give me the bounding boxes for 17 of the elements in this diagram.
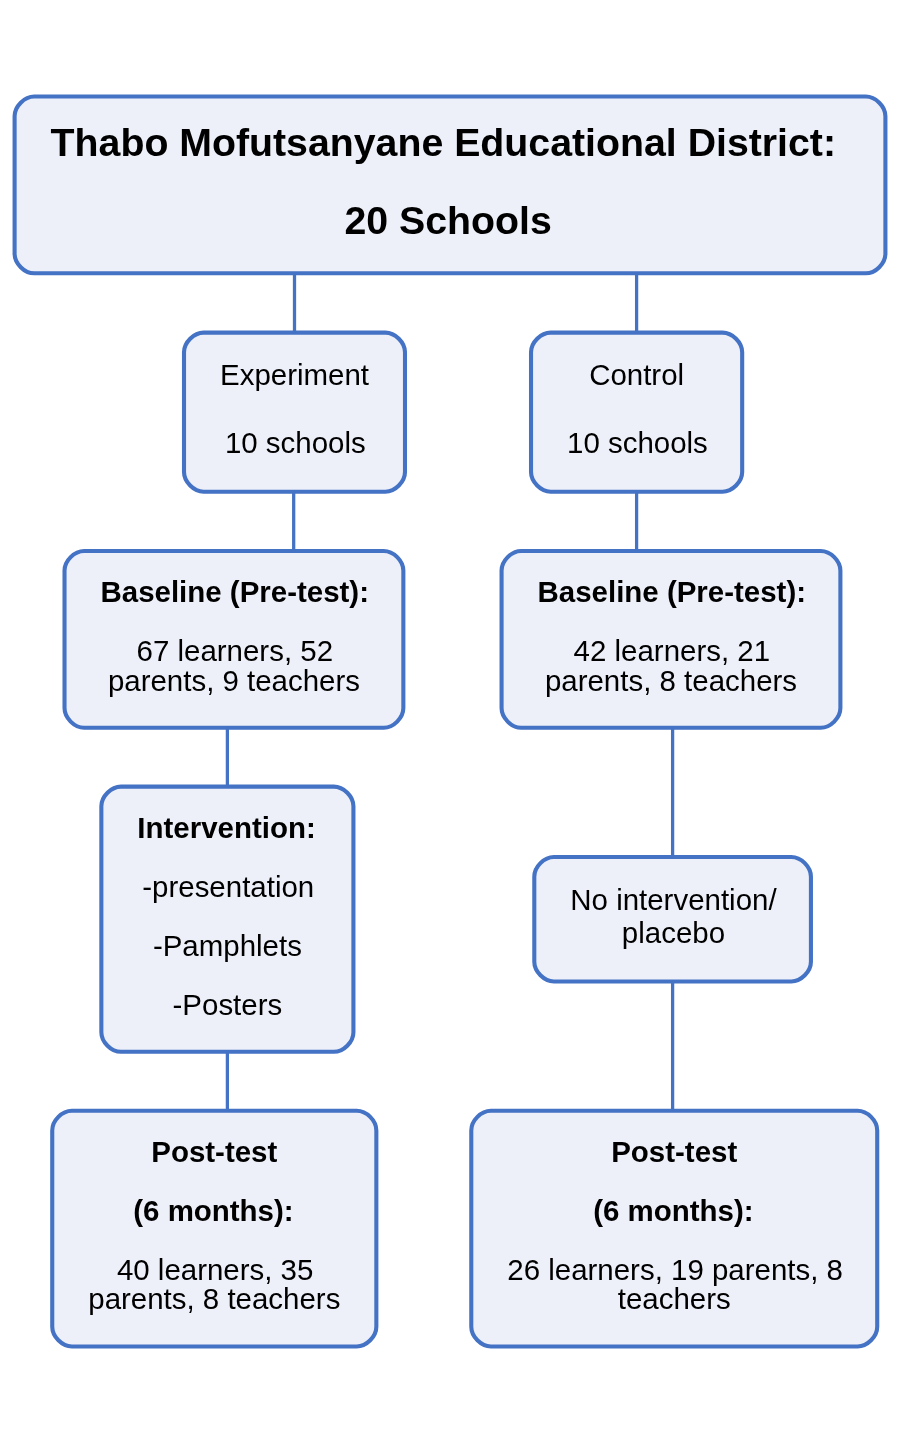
node-box: No intervention/ placebo bbox=[532, 855, 813, 984]
connector bbox=[225, 727, 230, 787]
connector bbox=[292, 492, 296, 551]
connector bbox=[634, 273, 639, 333]
connector bbox=[292, 273, 297, 333]
connector bbox=[670, 727, 675, 857]
connector bbox=[225, 1052, 230, 1111]
node-box: Post-test (6 months): 40 learners, 35 parents, 8 teachers bbox=[50, 1108, 379, 1349]
connector bbox=[634, 492, 639, 551]
node-box: Experiment 10 schools bbox=[181, 330, 408, 494]
connector bbox=[670, 981, 675, 1111]
node-box: Baseline (Pre-test): 67 learners, 52 parents, 9 teachers bbox=[62, 548, 406, 730]
node-box: Intervention: -presentation -Pamphlets -Posters bbox=[99, 784, 356, 1054]
node-box: Post-test (6 months): 26 learners, 19 parents, 8 teachers bbox=[469, 1108, 880, 1349]
node-box: Thabo Mofutsanyane Educational District: 20 Schools bbox=[12, 94, 888, 276]
node-box: Baseline (Pre-test): 42 learners, 21 parents, 8 teachers bbox=[499, 548, 843, 730]
node-box: Control 10 schools bbox=[528, 330, 745, 494]
